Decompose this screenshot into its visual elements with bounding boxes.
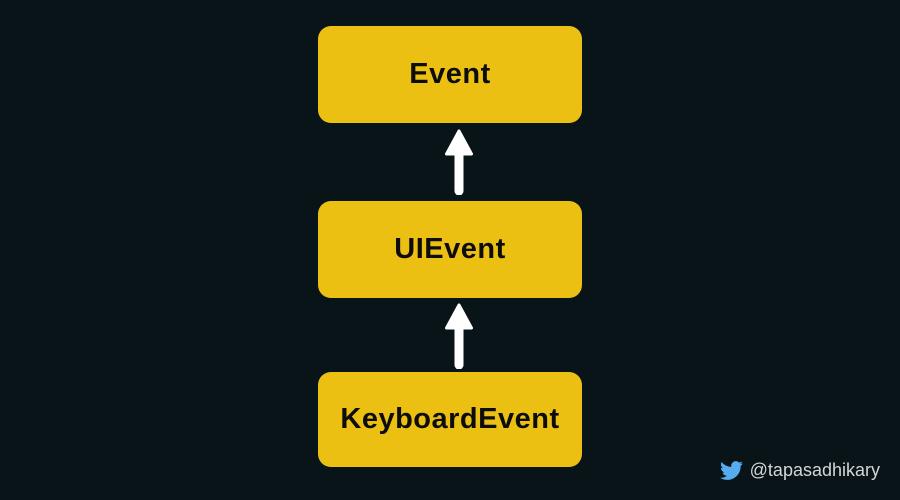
node-event-label: Event [409, 58, 491, 90]
node-uievent: UIEvent [318, 201, 582, 298]
twitter-bird-icon [719, 461, 743, 480]
attribution-handle: @tapasadhikary [749, 460, 880, 480]
up-arrow-icon [445, 129, 473, 195]
node-event: Event [318, 26, 582, 123]
node-uievent-label: UIEvent [394, 233, 506, 265]
node-keyboardevent-label: KeyboardEvent [340, 403, 560, 435]
attribution: @tapasadhikary [719, 459, 880, 482]
up-arrow-icon [445, 303, 473, 369]
node-keyboardevent: KeyboardEvent [318, 372, 582, 467]
